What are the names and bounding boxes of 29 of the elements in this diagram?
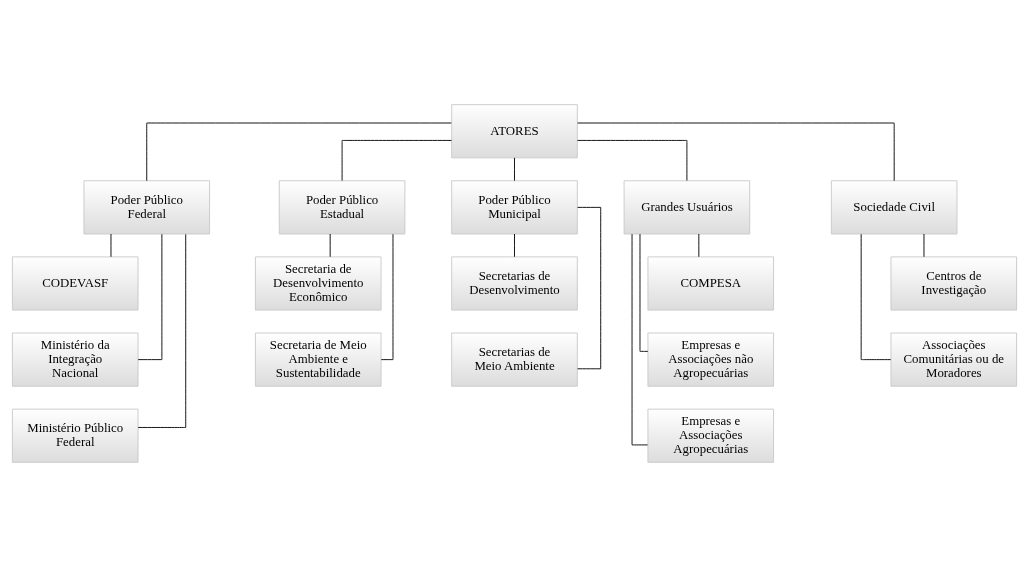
connector xyxy=(639,233,649,352)
connector xyxy=(137,233,187,428)
node-box: Ministério da Integração Nacional xyxy=(11,332,139,387)
node-box: Empresas e Associações não Agropecuárias xyxy=(647,332,775,387)
node-box: ATORES xyxy=(451,103,578,158)
connector xyxy=(514,233,515,257)
node-box: CODEVASF xyxy=(11,255,139,311)
connector xyxy=(514,156,515,181)
node-box: Grandes Usuários xyxy=(623,179,751,234)
connector xyxy=(631,233,649,445)
node-box: Secretarias de Desenvolvimento xyxy=(451,255,578,311)
connector xyxy=(137,233,163,360)
node-box: Ministério Público Federal xyxy=(11,408,139,463)
connector xyxy=(577,206,602,369)
node-box: Empresas e Associações Agropecuárias xyxy=(647,408,775,463)
connector xyxy=(146,122,452,181)
connector xyxy=(860,233,892,360)
node-box: COMPESA xyxy=(647,255,775,311)
node-box: Secretaria de Meio Ambiente e Sustentabilidade xyxy=(254,332,382,387)
node-box: Poder Público Estadual xyxy=(278,179,406,234)
connector xyxy=(341,139,452,181)
node-box: Centros de Investigação xyxy=(890,255,1018,311)
node-box: Poder Público Municipal xyxy=(451,179,578,234)
node-box: Secretaria de Desenvolvimento Econômico xyxy=(254,255,382,311)
node-box: Associações Comunitárias ou de Moradores xyxy=(890,332,1018,387)
connector xyxy=(577,139,688,181)
node-box: Secretarias de Meio Ambiente xyxy=(451,332,578,387)
node-box: Poder Público Federal xyxy=(83,179,211,234)
node-box: Sociedade Civil xyxy=(830,179,958,234)
